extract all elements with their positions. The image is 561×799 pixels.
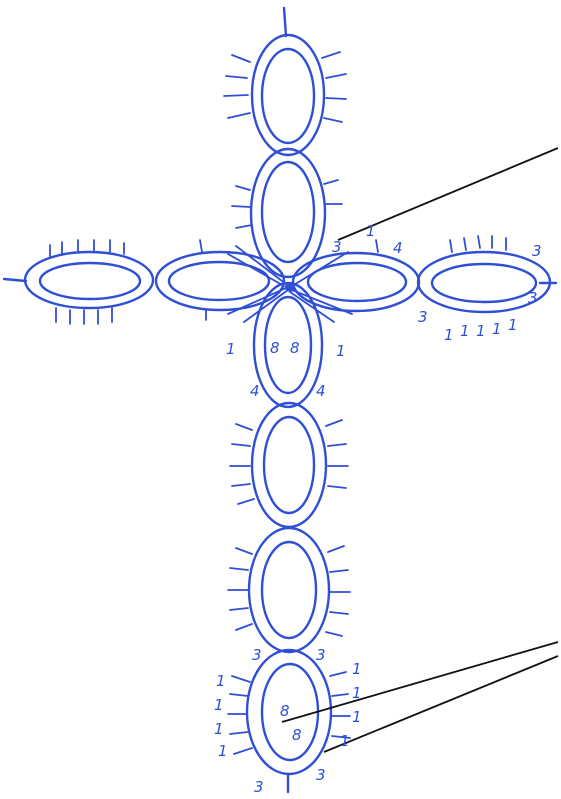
bottom-ring: [228, 650, 350, 792]
label-right-arm-5: 1: [444, 326, 454, 344]
label-bottom-1a: 1: [216, 672, 226, 690]
label-bottom-1f: 1: [352, 684, 362, 702]
lower-stem-ring-2: [228, 528, 350, 652]
center-ring: [228, 246, 352, 407]
label-right-arm-4: 3: [418, 308, 428, 326]
label-right-arm-9: 1: [508, 316, 518, 334]
label-right-arm-1: 4: [393, 239, 403, 257]
label-center-4-left: 4: [250, 382, 260, 400]
label-right-arm-7: 1: [476, 322, 486, 340]
top-ring: [224, 8, 346, 155]
label-bottom-3-foot-left: 3: [254, 778, 264, 796]
label-center-4-right: 4: [316, 382, 326, 400]
label-bottom-8-top: 8: [280, 702, 290, 720]
label-bottom-8-bottom: 8: [292, 726, 302, 744]
label-bottom-3-left: 3: [252, 646, 262, 664]
label-right-arm-3: 3: [528, 289, 538, 307]
label-bottom-1g: 1: [352, 708, 362, 726]
label-right-arm-8: 1: [492, 320, 502, 338]
label-bottom-1c: 1: [214, 720, 224, 738]
lower-stem-ring-1: [230, 403, 348, 527]
label-center-left-1: 1: [226, 340, 236, 358]
left-arm: [4, 240, 284, 324]
label-bottom-1b: 1: [214, 696, 224, 714]
label-center-right-1: 1: [336, 342, 346, 360]
label-bottom-1d: 1: [218, 742, 228, 760]
label-top-join-left: 1: [366, 222, 376, 240]
label-bottom-3-foot-right: 3: [316, 766, 326, 784]
label-right-arm-2: 3: [532, 242, 542, 260]
label-bottom-3-right: 3: [316, 646, 326, 664]
label-center-8-right: 8: [290, 339, 300, 357]
label-bottom-1h: 1: [340, 732, 350, 750]
label-right-arm-6: 1: [460, 322, 470, 340]
upper-stem-ring: [232, 149, 342, 277]
label-bottom-1e: 1: [352, 660, 362, 678]
label-center-8-left: 8: [270, 339, 280, 357]
label-top-join-right: 3: [332, 238, 342, 256]
